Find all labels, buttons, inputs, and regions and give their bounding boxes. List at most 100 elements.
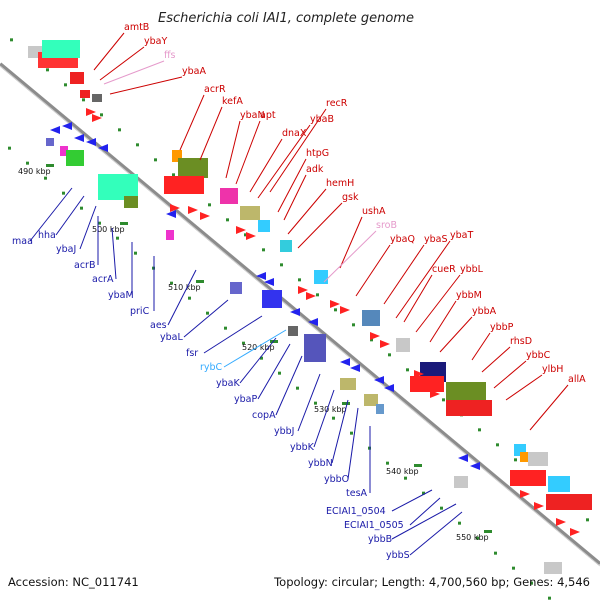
gene-block [258, 220, 270, 232]
gene-block [66, 150, 84, 166]
leader-line [55, 195, 85, 236]
reverse-arrow [350, 364, 360, 372]
tick-dot [116, 236, 119, 240]
leader-line [439, 316, 473, 353]
leader-line [223, 329, 287, 368]
tick-dot [334, 308, 337, 312]
gene-label-ybbB: ybbB [368, 534, 392, 545]
gene-block [230, 282, 242, 294]
gene-label-ybbK: ybbK [290, 442, 315, 453]
tick-dot [586, 518, 589, 522]
gene-label-htpG: htpG [306, 148, 329, 159]
tick-dot [352, 323, 355, 327]
gene-label-cueR: cueR [432, 264, 456, 275]
tick-dot [80, 206, 83, 210]
gene-block [376, 404, 384, 414]
leader-line [235, 120, 261, 185]
tick-dot [154, 158, 157, 162]
tick-dot [188, 296, 191, 300]
leader-line [257, 124, 311, 199]
gene-label-hha: hha [38, 230, 56, 241]
gene-block [164, 176, 204, 194]
leader-line [283, 174, 307, 221]
tick-dot [62, 191, 65, 195]
kbp-tick-mark [414, 464, 422, 467]
gene-block [172, 150, 182, 162]
tick-dot [172, 173, 175, 177]
gene-label-acrA: acrA [92, 274, 114, 285]
forward-arrow [236, 226, 246, 234]
forward-arrow [200, 212, 210, 220]
tick-dot [478, 428, 481, 432]
gene-label-ybaK: ybaK [216, 378, 240, 389]
leader-line [225, 120, 241, 179]
gene-label-aes: aes [150, 320, 167, 331]
leader-line [199, 106, 223, 161]
gene-label-ybbO: ybbO [324, 474, 349, 485]
gene-label-ybaJ: ybaJ [56, 244, 76, 255]
reverse-arrow [290, 308, 300, 316]
gene-label-tesA: tesA [346, 488, 368, 499]
strand-arrows [50, 108, 580, 536]
leader-line [103, 60, 165, 85]
tick-dot [442, 398, 445, 402]
leader-line [275, 355, 303, 416]
tick-dot [170, 281, 173, 285]
tick-dot [548, 596, 551, 600]
gene-block [340, 378, 356, 390]
forward-arrow [188, 206, 198, 214]
gene-label-apt: apt [260, 110, 276, 121]
leader-line [471, 332, 491, 361]
gene-block [548, 476, 570, 492]
leader-line [313, 389, 335, 448]
tick-dot [298, 278, 301, 282]
kbp-tick-label: 530 kbp [314, 405, 347, 414]
reverse-arrow [308, 318, 318, 326]
leader-line [203, 315, 263, 354]
gene-label-ybaN: ybaN [240, 110, 265, 121]
gene-label-rhsD: rhsD [510, 336, 532, 347]
forward-arrow [330, 300, 340, 308]
gene-block [314, 270, 328, 284]
gene-label-dnaX: dnaX [282, 128, 307, 139]
gene-block [42, 40, 80, 58]
reverse-arrow [62, 122, 72, 130]
tick-dot [262, 248, 265, 252]
gene-label-acrB: acrB [74, 260, 95, 271]
reverse-arrow [340, 358, 350, 366]
kbp-tick-mark [196, 280, 204, 283]
reverse-arrow [166, 210, 176, 218]
leader-line [391, 489, 433, 512]
tick-dot [242, 341, 245, 345]
gene-label-ybbP: ybbP [490, 322, 514, 333]
gene-label-ybbA: ybbA [472, 306, 497, 317]
kbp-tick-label: 540 kbp [386, 467, 419, 476]
tick-dot [370, 338, 373, 342]
leader-line [109, 76, 183, 95]
gene-label-ylbH: ylbH [542, 364, 563, 375]
tick-dot [278, 371, 281, 375]
forward-arrow [306, 292, 316, 300]
gene-label-ybaL: ybaL [160, 332, 183, 343]
gene-block [544, 562, 562, 574]
leader-line [395, 240, 451, 319]
gene-label-ECIAI1_0505: ECIAI1_0505 [344, 520, 404, 531]
leader-line [505, 374, 543, 401]
gene-label-copA: copA [252, 410, 276, 421]
tick-dot [314, 401, 317, 405]
gene-label-rybC: rybC [200, 362, 223, 373]
leader-line [323, 230, 377, 283]
forward-arrow [298, 286, 308, 294]
tick-dot [404, 476, 407, 480]
gene-label-acrR: acrR [204, 84, 226, 95]
gene-block [410, 376, 444, 392]
leader-line [415, 274, 461, 333]
tick-dot [494, 551, 497, 555]
gene-block [304, 334, 326, 362]
leader-line [493, 360, 527, 389]
tick-dot [458, 521, 461, 525]
gene-label-ybaS: ybaS [424, 234, 448, 245]
gene-block [546, 494, 592, 510]
gene-block [60, 146, 68, 156]
gene-label-allA: allA [568, 374, 586, 385]
